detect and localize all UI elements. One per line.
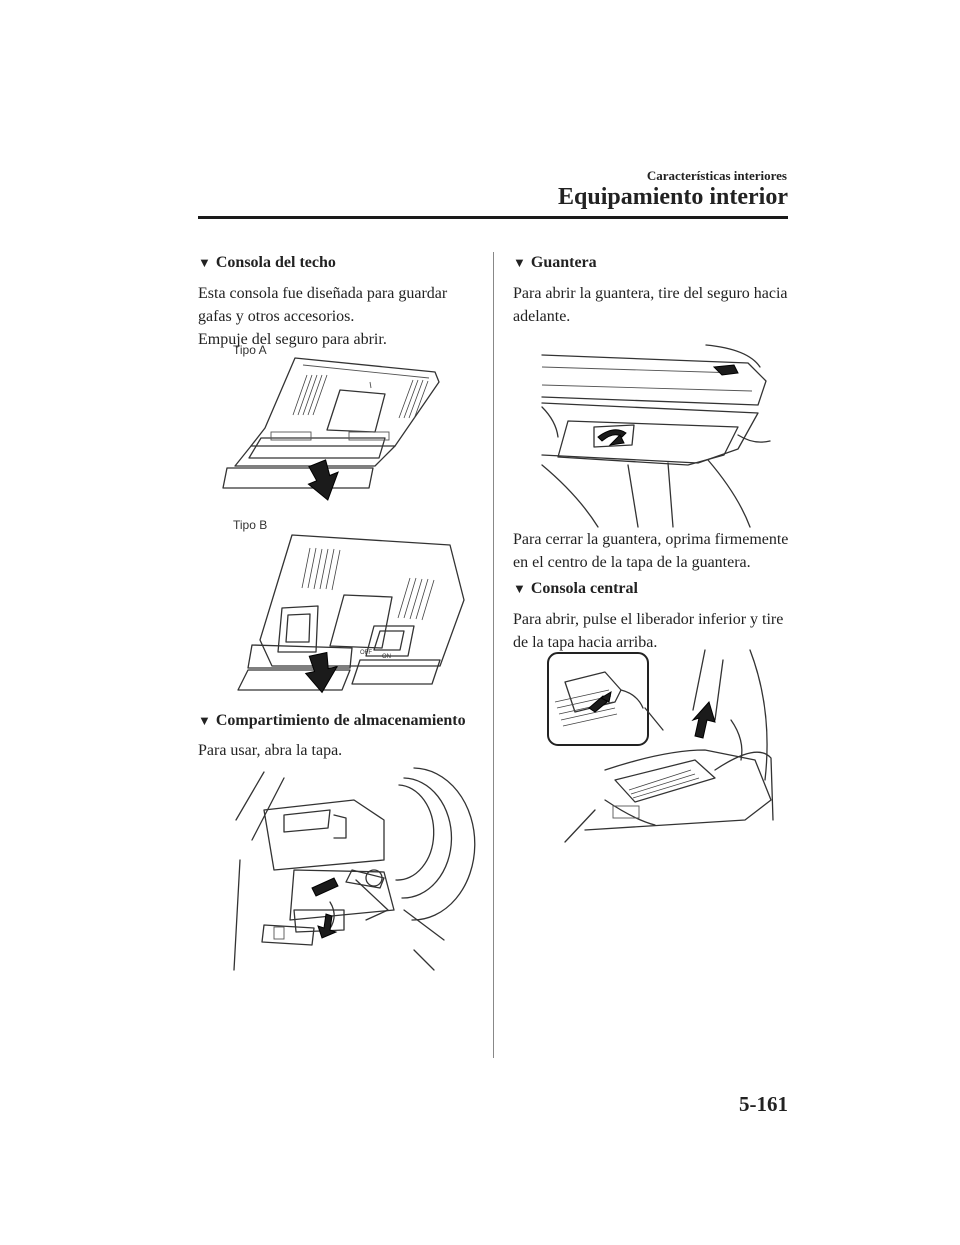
section-title: Equipamiento interior (557, 184, 788, 210)
glove-box-close-line-1: Para cerrar la guantera, oprima firmemen… (513, 531, 789, 548)
page-number: 5-161 (739, 1092, 788, 1116)
storage-compartment-heading: ▼Compartimiento de almacenamiento (198, 712, 466, 729)
triangle-marker-icon: ▼ (513, 581, 526, 596)
center-console-heading: ▼Consola central (513, 580, 638, 597)
glove-box-illustration (541, 344, 771, 528)
storage-compartment-illustration (233, 767, 476, 971)
overhead-console-heading: ▼Consola del techo (198, 254, 336, 271)
overhead-console-line-2: gafas y otros accesorios. (198, 308, 355, 325)
switch-on-label: ON (382, 654, 391, 660)
figure-type-b-label: Tipo B (233, 518, 268, 532)
glove-box-open-text: Para abrir la guantera, tire del seguro … (513, 282, 793, 328)
center-console-line-1: Para abrir, pulse el liberador inferior … (513, 611, 784, 628)
overhead-console-type-b-illustration: OFF ON (237, 534, 465, 694)
glove-box-close-line-2: en el centro de la tapa de la guantera. (513, 554, 751, 571)
glove-box-heading: ▼Guantera (513, 254, 597, 271)
switch-off-label: OFF (360, 650, 372, 656)
figure-type-a-label: Tipo A (233, 343, 267, 357)
glove-box-close-text: Para cerrar la guantera, oprima firmemen… (513, 528, 793, 574)
triangle-marker-icon: ▼ (513, 255, 526, 270)
header-rule (198, 216, 788, 219)
center-console-illustration (547, 649, 774, 843)
center-console-line-2: de la tapa hacia arriba. (513, 634, 658, 651)
overhead-console-text: Esta consola fue diseñada para guardar g… (198, 282, 488, 351)
storage-compartment-text: Para usar, abra la tapa. (198, 742, 343, 759)
triangle-marker-icon: ▼ (198, 255, 211, 270)
section-subtitle: Características interiores (646, 168, 787, 183)
triangle-marker-icon: ▼ (198, 713, 211, 728)
center-console-text: Para abrir, pulse el liberador inferior … (513, 608, 793, 654)
overhead-console-line-3: Empuje del seguro para abrir. (198, 331, 387, 348)
overhead-console-line-1: Esta consola fue diseñada para guardar (198, 285, 448, 302)
glove-box-open-line-1: Para abrir la guantera, tire del seguro … (513, 285, 788, 302)
glove-box-open-line-2: adelante. (513, 308, 571, 325)
overhead-console-type-a-illustration (222, 357, 440, 501)
column-divider (493, 252, 494, 1058)
